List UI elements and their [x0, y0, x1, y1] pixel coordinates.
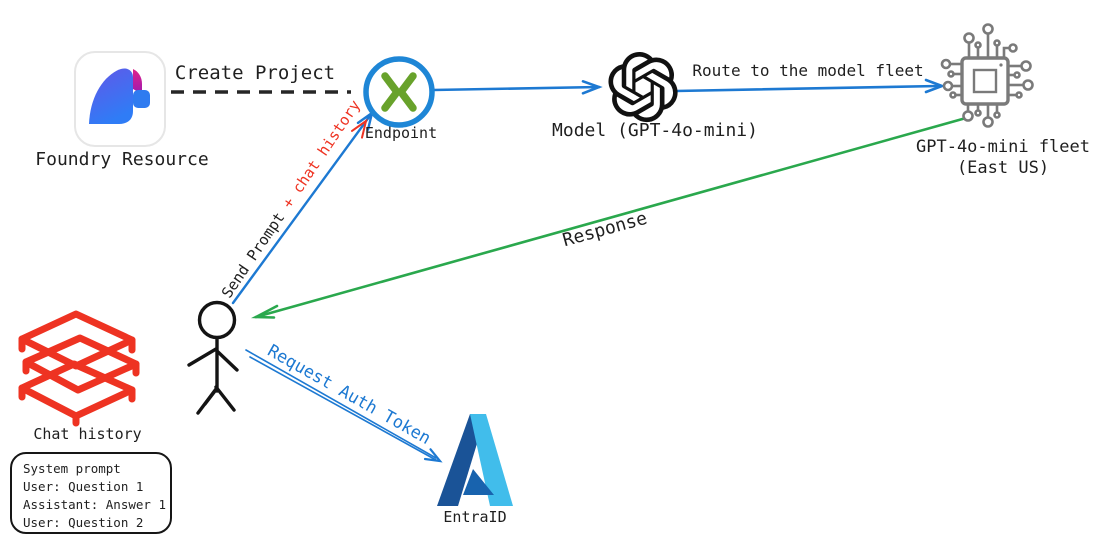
- request-auth-arrow: [245, 349, 443, 463]
- chat-history-books-icon: [18, 310, 140, 427]
- fleet-chip-icon: [940, 23, 1034, 128]
- fleet-region-label: (East US): [956, 158, 1050, 178]
- fleet-label: GPT-4o-mini fleet: [916, 137, 1090, 157]
- endpoint-to-model-arrow: [431, 80, 603, 95]
- endpoint-label: Endpoint: [364, 124, 438, 142]
- openai-logo-icon: [608, 52, 678, 123]
- endpoint-icon: [363, 56, 435, 128]
- response-arrow: [250, 116, 968, 319]
- chat-box-line: System prompt: [23, 461, 121, 476]
- entra-id-label: EntraID: [443, 508, 507, 526]
- chat-history-box: System prompt User: Question 1 Assistant…: [10, 452, 172, 534]
- model-label: Model (GPT-4o-mini): [552, 120, 758, 141]
- person-icon: [187, 300, 239, 415]
- foundry-resource-icon: [74, 51, 166, 147]
- foundry-resource-label: Foundry Resource: [35, 149, 209, 170]
- chat-history-label: Chat history: [33, 425, 142, 443]
- chat-box-line: User: Question 1: [23, 479, 144, 494]
- route-to-fleet-label: Route to the model fleet: [692, 61, 924, 80]
- entra-id-icon: [437, 414, 513, 506]
- create-project-label: Create Project: [174, 62, 336, 84]
- chat-box-line: User: Question 2: [23, 515, 144, 530]
- send-prompt-red-arrowhead: [351, 118, 368, 139]
- model-to-fleet-arrow: [674, 78, 946, 94]
- chat-box-line: Assistant: Answer 1: [23, 497, 166, 512]
